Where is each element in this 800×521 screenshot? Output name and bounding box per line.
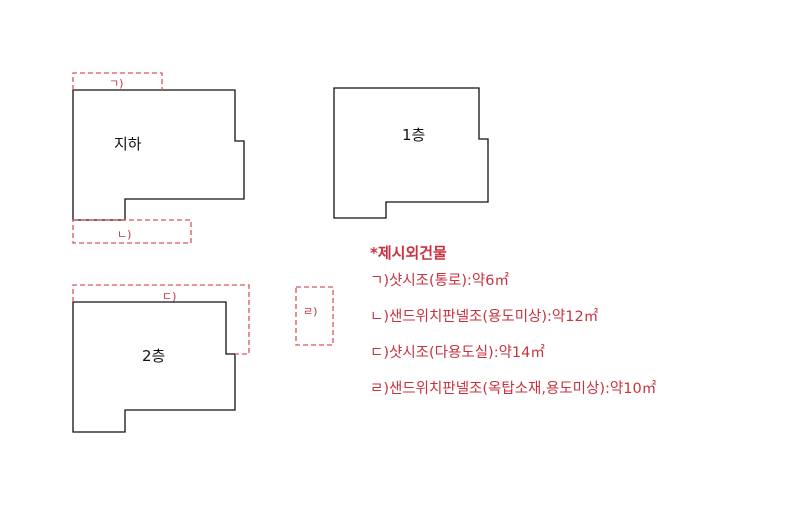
legend-item: ㄴ)샌드위치판넬조(용도미상):약12㎡ [370, 309, 599, 325]
annex-d-outline [295, 286, 334, 346]
first-floor-outline [333, 87, 489, 219]
legend-item: ㄹ)샌드위치판넬조(옥탑소재,용도미상):약10㎡ [370, 381, 657, 397]
annex-a-outline [72, 72, 163, 90]
first-floor-label: 1층 [402, 126, 426, 144]
basement-label: 지하 [114, 135, 142, 153]
legend-title: *제시외건물 [370, 244, 447, 262]
legend-item: ㄱ)샷시조(통로):약6㎡ [370, 273, 509, 289]
annex-a-mark: ㄱ) [109, 77, 124, 90]
second-floor-outline [72, 301, 236, 433]
basement-outline [72, 89, 245, 221]
second-floor-label: 2층 [142, 347, 166, 365]
annex-b-mark: ㄴ) [117, 228, 132, 241]
annex-legend: *제시외건물 ㄱ)샷시조(통로):약6㎡ ㄴ)샌드위치판넬조(용도미상):약12… [370, 242, 656, 415]
annex-b-outline [72, 219, 192, 244]
annex-c-mark: ㄷ) [162, 290, 177, 303]
legend-item: ㄷ)샷시조(다용도실):약14㎡ [370, 345, 545, 361]
annex-c-outline [72, 284, 250, 355]
annex-d-mark: ㄹ) [303, 305, 318, 318]
